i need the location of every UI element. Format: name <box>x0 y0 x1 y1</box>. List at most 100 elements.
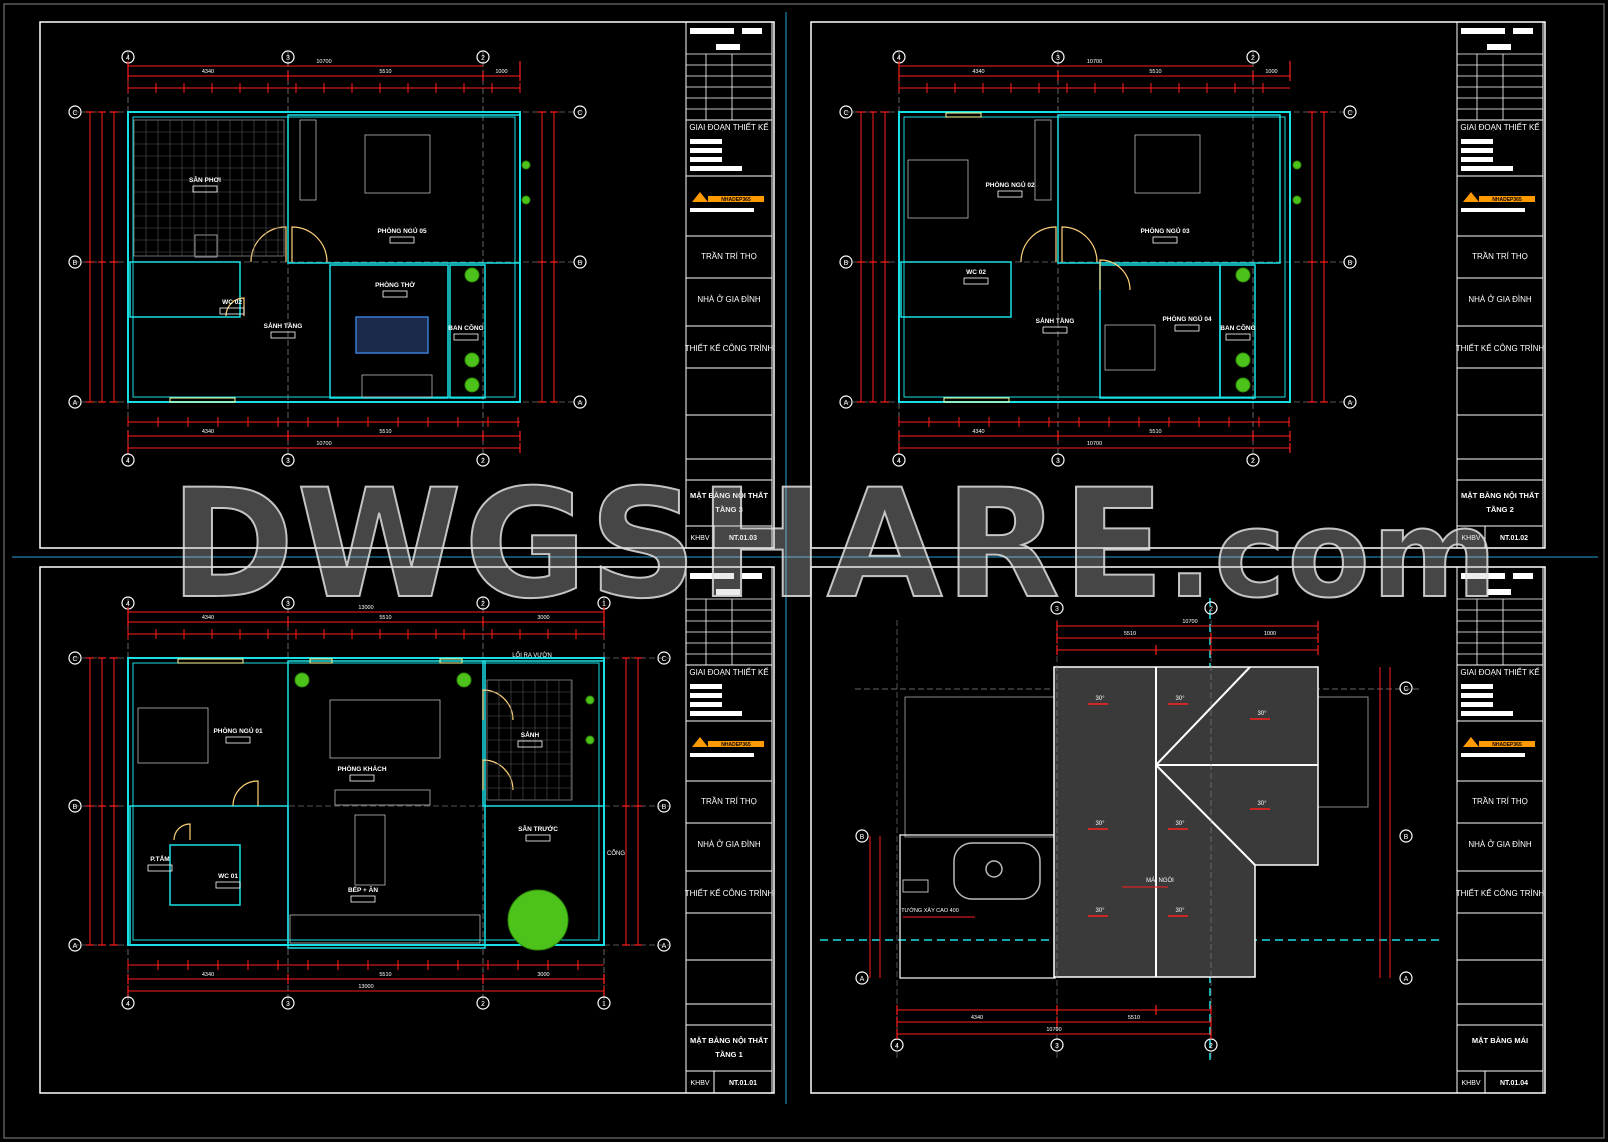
room-label: SÂN TRƯỚC <box>518 824 558 833</box>
tb-bar <box>690 148 722 153</box>
plant-icon <box>1235 352 1251 368</box>
tb-bar <box>1461 28 1505 34</box>
outer-frame <box>3 3 1605 1139</box>
grid-bubble <box>68 105 82 119</box>
roof-slope-label: 30° <box>1095 696 1105 702</box>
grid-bubble <box>1343 105 1357 119</box>
roof-hip <box>1155 666 1251 766</box>
room-label: PHÒNG NGỦ 03 <box>1140 226 1190 235</box>
prayer-rug <box>355 316 429 354</box>
plant-icon <box>456 672 472 688</box>
grid-bubble <box>1399 971 1413 985</box>
dimension-text: 10700 <box>1046 1027 1061 1033</box>
grid-bubble <box>573 105 587 119</box>
design-stage-label: GIAI ĐOẠN THIẾT KẾ <box>689 122 768 132</box>
tb-bar <box>1461 166 1513 171</box>
tb-bar <box>1487 589 1511 595</box>
grid-label: 2 <box>1209 1043 1213 1050</box>
sheet-title-floor: TẦNG 2 <box>1486 504 1514 514</box>
grid-label: C <box>577 110 582 117</box>
grid-label: 4 <box>126 601 130 608</box>
grid-bubble <box>573 395 587 409</box>
sheet-code: NT.01.03 <box>729 535 757 542</box>
grid-label: A <box>1404 976 1409 983</box>
plant-icon <box>507 889 569 951</box>
grid-bubble <box>68 938 82 952</box>
level-tag <box>525 834 551 842</box>
plant-icon <box>521 160 531 170</box>
grid-bubble <box>1051 453 1065 467</box>
dining-table <box>354 814 386 886</box>
bed <box>137 707 209 764</box>
grid-bubble <box>855 971 869 985</box>
room-label: PHÒNG NGỦ 04 <box>1162 314 1212 323</box>
logo-house-icon <box>1463 737 1479 747</box>
grid-label: A <box>578 400 583 407</box>
tb-bar <box>690 166 742 171</box>
project-name: NHÀ Ở GIA ĐÌNH <box>697 840 761 849</box>
level-tag <box>147 864 173 872</box>
grid-bubble <box>1050 601 1064 615</box>
sheet-title-floor: TẦNG 3 <box>715 504 743 514</box>
grid-label: A <box>73 400 78 407</box>
grid-label: 2 <box>1209 606 1213 613</box>
level-tag <box>349 774 375 782</box>
designer-name: TRẦN TRÍ THỌ <box>701 251 757 261</box>
grid-bubble <box>1051 50 1065 64</box>
plant-icon <box>1235 377 1251 393</box>
grid-bubble <box>121 453 135 467</box>
roof-slope-label: 30° <box>1095 821 1105 827</box>
grid-label: 4 <box>895 1043 899 1050</box>
design-stage-label: GIAI ĐOẠN THIẾT KẾ <box>1460 667 1539 677</box>
grid-label: A <box>662 943 667 950</box>
grid-bubble <box>476 50 490 64</box>
plant-icon <box>464 267 480 283</box>
dimension-text: 3000 <box>537 972 549 978</box>
logo-text: NHADEP365 <box>721 197 751 203</box>
roof-vent <box>902 879 929 893</box>
plant-icon <box>1292 160 1302 170</box>
grid-label: B <box>1404 834 1409 841</box>
level-tag <box>997 190 1023 198</box>
grid-label: B <box>1348 260 1353 267</box>
grid-label: A <box>860 976 865 983</box>
level-tag <box>389 236 415 244</box>
door-swing <box>1061 226 1098 263</box>
roof-slope-label: 30° <box>1257 801 1267 807</box>
tb-bar <box>690 711 742 716</box>
project-name: NHÀ Ở GIA ĐÌNH <box>1468 295 1532 304</box>
room-label: PHÒNG NGỦ 05 <box>377 226 427 235</box>
level-tag <box>219 307 245 315</box>
sheet-code: NT.01.04 <box>1500 1080 1528 1087</box>
grid-label: C <box>72 656 77 663</box>
grid-label: 4 <box>897 458 901 465</box>
room-label: BAN CÔNG <box>1220 323 1255 332</box>
tb-bar <box>690 684 722 689</box>
grid-label: 2 <box>481 55 485 62</box>
tb-bar <box>1461 693 1493 698</box>
grid-bubble <box>657 651 671 665</box>
logo-house-icon <box>1463 192 1479 202</box>
logo-text-bar <box>1479 196 1535 202</box>
sheet-code: NT.01.02 <box>1500 535 1528 542</box>
bed <box>907 159 969 219</box>
window <box>309 658 333 664</box>
sheet-code: NT.01.01 <box>729 1080 757 1087</box>
level-tag <box>963 277 989 285</box>
room-label: SẢNH TẦNG <box>264 320 303 330</box>
tb-bar <box>716 589 740 595</box>
plant-icon <box>464 377 480 393</box>
grid-label: 3 <box>1056 458 1060 465</box>
tb-bar <box>742 573 762 579</box>
plant-icon <box>521 195 531 205</box>
sheet-prefix: KHBV <box>1461 535 1480 542</box>
tb-bar <box>1513 573 1533 579</box>
door-swing <box>225 297 245 317</box>
interior-wall <box>287 114 521 264</box>
tb-bar <box>716 44 740 50</box>
grid-label: B <box>662 804 667 811</box>
window <box>943 397 1010 403</box>
design-stage-label: GIAI ĐOẠN THIẾT KẾ <box>689 667 768 677</box>
grid-label: 4 <box>126 55 130 62</box>
